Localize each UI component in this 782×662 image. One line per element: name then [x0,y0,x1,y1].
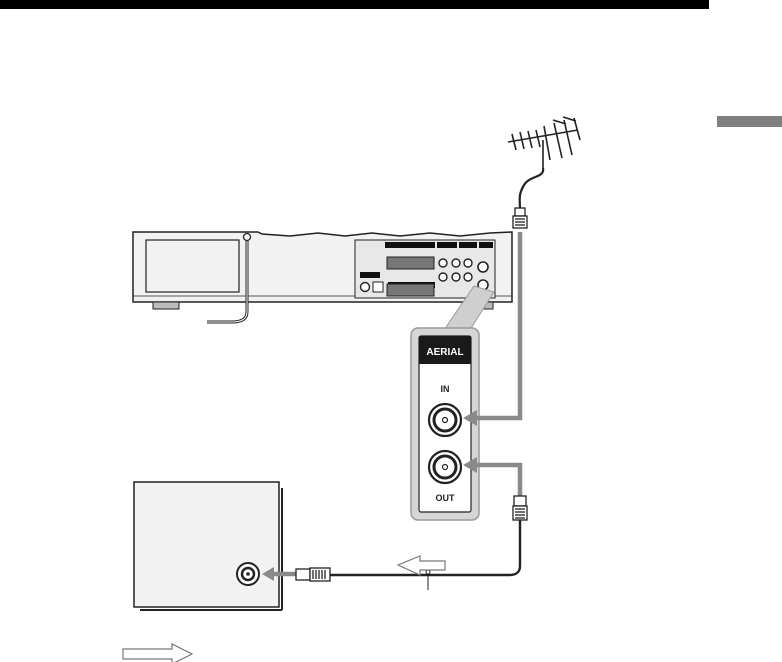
panel-title: AERIAL [426,347,463,358]
tv-plug-icon [296,568,330,581]
panel-out-label: OUT [436,493,456,503]
aerial-antenna-icon [508,117,580,210]
aerial-plug-icon [513,496,527,520]
aerial-out-jack-icon [429,451,461,483]
tv-aerial-jack-icon [237,563,259,585]
signal-flow-arrow-icon [398,556,445,575]
panel-in-label: IN [441,384,450,394]
aerial-in-jack-icon [429,404,461,436]
aerial-plug-icon [513,208,527,228]
recorder-unit [133,232,512,309]
tv-unit [134,482,282,610]
signal-flow-legend-arrow-icon [123,644,192,662]
